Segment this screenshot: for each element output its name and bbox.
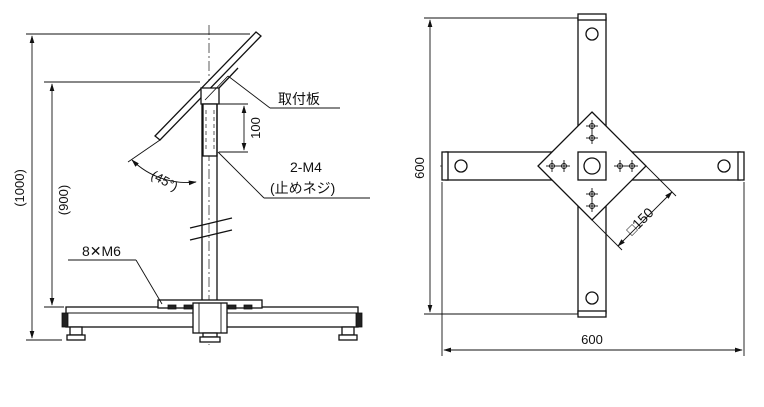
base-bolt-label: 8✕M6 <box>82 243 121 259</box>
dim-600-vertical-label: 600 <box>412 157 427 179</box>
leveling-feet <box>66 326 358 343</box>
diamond-plate <box>537 111 647 221</box>
dim-900-label: (900) <box>56 185 71 215</box>
dim-600-horizontal-line <box>441 182 745 356</box>
plate-size-label: □150 <box>623 204 657 238</box>
dim-100-label: 100 <box>248 117 263 139</box>
screw-leader <box>217 151 370 199</box>
plate-label: 取付板 <box>278 91 320 107</box>
dim-1000-label: (1000) <box>12 169 27 207</box>
dim-600-horizontal-label: 600 <box>581 332 603 347</box>
side-view: (1000) (900) 100 取付板 (45°) 2-M <box>12 25 370 345</box>
plan-view: □150 600 600 <box>412 13 745 356</box>
base-bolt-leader <box>68 259 163 305</box>
base-frame <box>61 299 363 334</box>
dim-1000-line <box>26 33 250 341</box>
screw-note-label: (止めネジ) <box>270 180 335 196</box>
dim-900-line <box>44 81 200 308</box>
dim-600-vertical-line <box>424 17 578 315</box>
plate-leader <box>227 75 340 109</box>
dim-100-line <box>219 103 248 153</box>
main-pole <box>189 104 233 308</box>
inner-tube <box>202 103 218 157</box>
dim-150-line <box>591 165 677 251</box>
angle-arc <box>131 159 197 186</box>
angle-label: (45°) <box>149 167 181 194</box>
screw-spec-label: 2-M4 <box>290 159 322 175</box>
